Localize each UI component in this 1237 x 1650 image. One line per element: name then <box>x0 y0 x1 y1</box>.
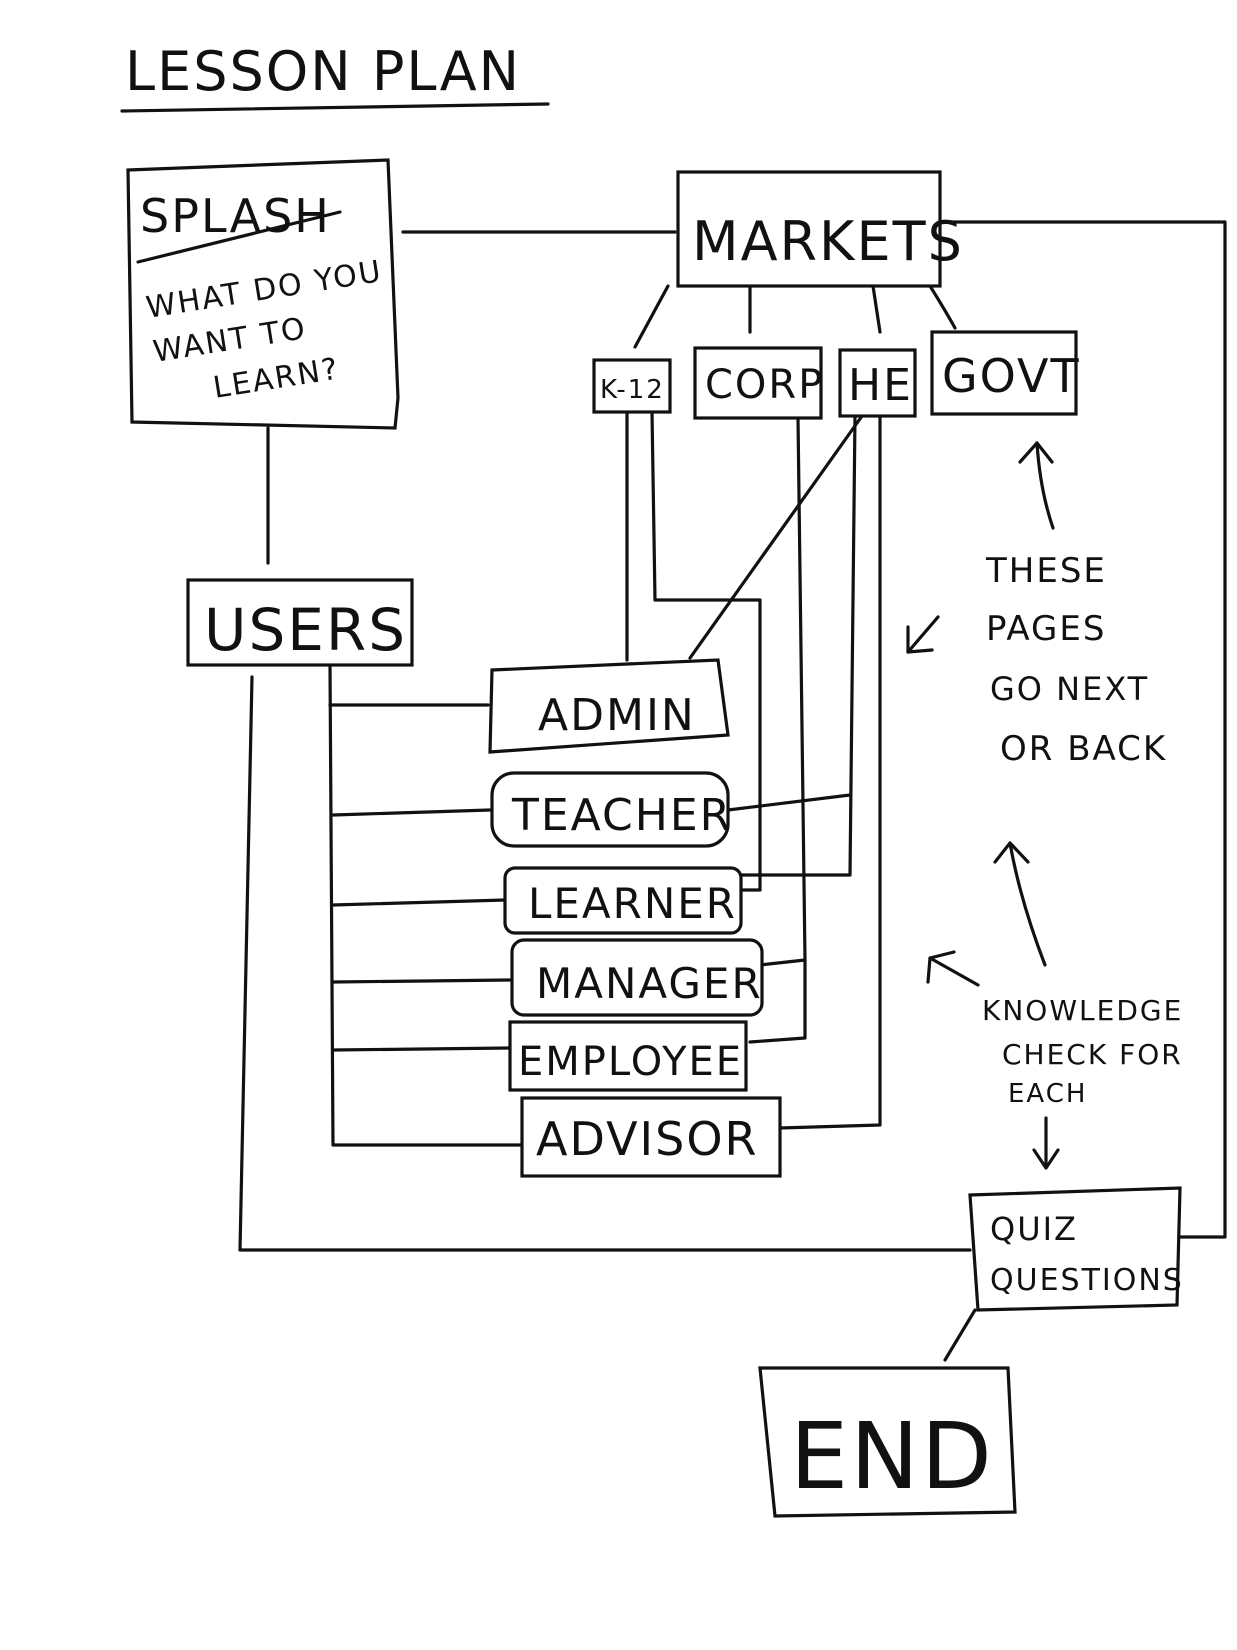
connector-users-employee <box>331 1046 514 1052</box>
svg-text:ADMIN: ADMIN <box>538 690 696 741</box>
users-box: USERS <box>186 578 414 667</box>
arrow-up-icon-2 <box>1008 841 1047 967</box>
connector-he-admin <box>688 414 864 660</box>
role-learner: LEARNER <box>503 866 743 935</box>
quiz-box: QUIZ QUESTIONS <box>968 1186 1184 1312</box>
page-title: LESSON PLAN <box>125 40 521 103</box>
svg-text:EACH: EACH <box>1008 1079 1087 1109</box>
segment-k12: K-12 <box>592 358 672 414</box>
role-admin: ADMIN <box>488 658 730 754</box>
segment-corp: CORP <box>693 346 824 420</box>
role-teacher: TEACHER <box>490 771 732 848</box>
role-manager: MANAGER <box>510 938 764 1017</box>
connector-he-teacher <box>726 793 852 812</box>
svg-text:THESE: THESE <box>985 551 1107 591</box>
arrow-down-head-icon <box>1032 1148 1060 1170</box>
svg-text:K-12: K-12 <box>600 375 665 405</box>
svg-text:TEACHER: TEACHER <box>511 790 732 841</box>
connector-markets-k12 <box>633 284 670 349</box>
end-label: END <box>790 1403 994 1510</box>
svg-text:CHECK FOR: CHECK FOR <box>1002 1038 1183 1071</box>
end-box: END <box>758 1366 1017 1518</box>
svg-text:MANAGER: MANAGER <box>536 959 763 1008</box>
title-underline <box>120 102 550 113</box>
markets-box: MARKETS <box>676 170 964 288</box>
arrow-upleft-icon <box>928 956 980 987</box>
role-employee: EMPLOYEE <box>508 1020 748 1092</box>
connector-users-manager <box>331 978 514 984</box>
svg-text:GOVT: GOVT <box>942 349 1081 403</box>
connector-corp-manager <box>758 416 807 967</box>
navigation-note: THESE PAGES GO NEXT OR BACK <box>906 441 1167 769</box>
connector-k12-learner <box>650 410 762 892</box>
svg-text:CORP: CORP <box>705 362 824 408</box>
arrow-left-icon <box>906 615 940 654</box>
connector-he-learner <box>738 414 857 877</box>
connector-users-quiz <box>238 675 972 1252</box>
arrow-left-head-icon <box>906 625 934 654</box>
segment-he: HE <box>838 348 917 418</box>
arrow-up-head-icon <box>1018 441 1054 464</box>
splash-box: SPLASH WHAT DO YOU WANT TO LEARN? <box>126 158 400 430</box>
svg-text:ADVISOR: ADVISOR <box>536 1112 758 1166</box>
knowledge-check-note: KNOWLEDGE CHECK FOR EACH <box>926 841 1183 1170</box>
svg-text:OR BACK: OR BACK <box>1000 729 1167 769</box>
connector-markets-quiz <box>938 220 1227 1239</box>
svg-text:EMPLOYEE: EMPLOYEE <box>518 1039 743 1085</box>
connector-users-trunk <box>328 663 524 1147</box>
connector-markets-he <box>871 284 882 334</box>
arrow-up-icon <box>1035 441 1055 530</box>
svg-text:HE: HE <box>848 360 913 411</box>
users-title: USERS <box>204 596 407 664</box>
svg-text:KNOWLEDGE: KNOWLEDGE <box>982 994 1183 1027</box>
svg-text:GO NEXT: GO NEXT <box>990 670 1149 708</box>
splash-title: SPLASH <box>140 189 331 243</box>
role-advisor: ADVISOR <box>520 1096 782 1178</box>
connector-he-advisor <box>778 414 882 1130</box>
connector-users-learner <box>331 898 507 907</box>
connector-corp-employee <box>748 958 807 1044</box>
arrow-upleft-head-icon <box>926 950 956 984</box>
connector-markets-govt <box>928 284 957 330</box>
market-segments: K-12 CORP HE GOVT <box>592 330 1081 420</box>
svg-text:LEARNER: LEARNER <box>528 879 737 928</box>
quiz-line2: QUESTIONS <box>990 1263 1184 1298</box>
connector-users-teacher <box>331 808 492 817</box>
segment-govt: GOVT <box>930 330 1081 416</box>
splash-title-underline <box>136 210 342 264</box>
arrow-up-head-icon-2 <box>993 841 1030 864</box>
user-roles: ADMIN TEACHER LEARNER MANAGER EMPLOYEE A… <box>488 658 782 1178</box>
markets-title: MARKETS <box>692 210 964 273</box>
connectors <box>238 220 1227 1362</box>
quiz-line1: QUIZ <box>990 1210 1078 1248</box>
connector-quiz-end <box>943 1308 977 1362</box>
svg-text:PAGES: PAGES <box>986 609 1106 649</box>
